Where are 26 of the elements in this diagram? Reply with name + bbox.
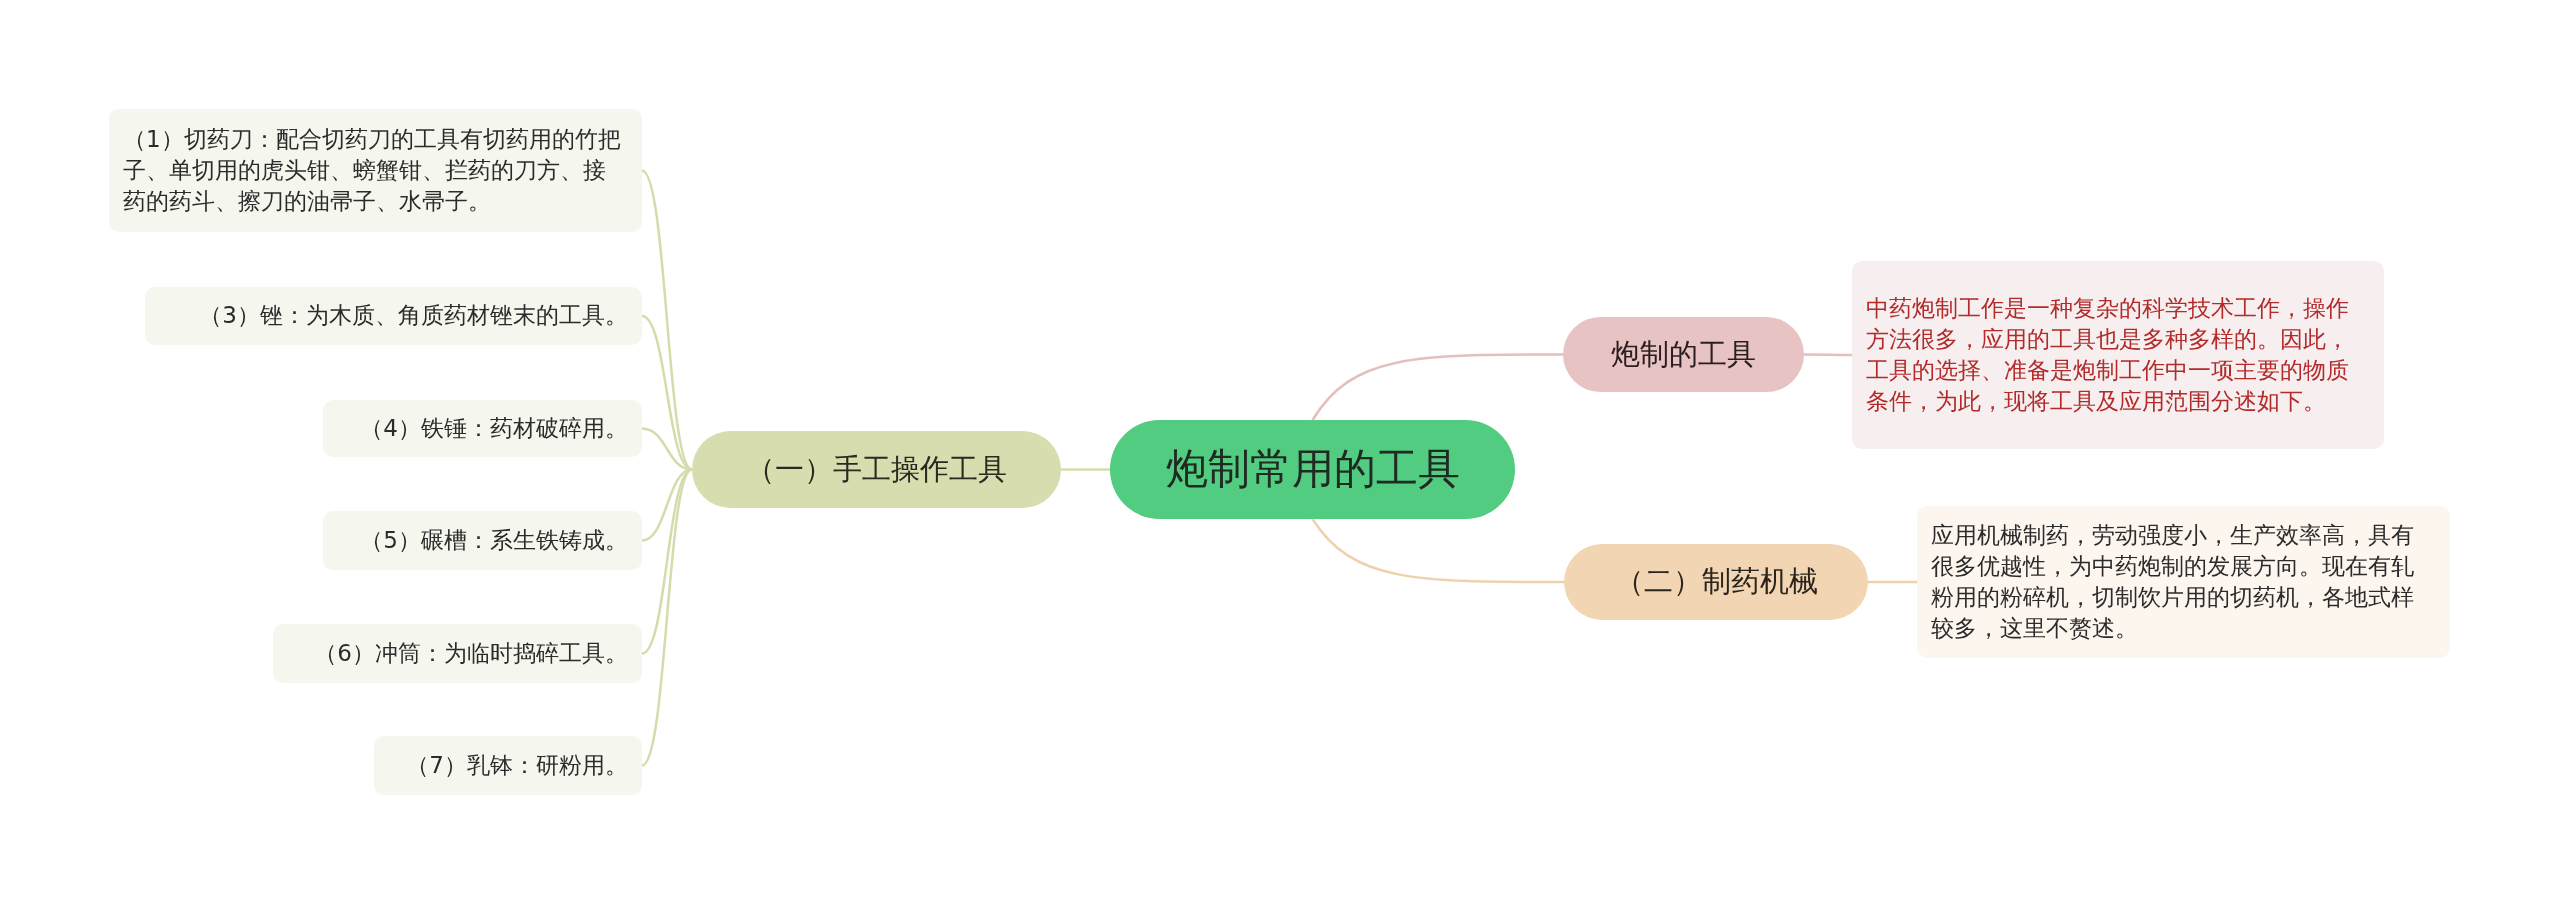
connector-line bbox=[1061, 468, 1110, 471]
node-text: （一）手工操作工具 bbox=[746, 450, 1007, 488]
node-text: 炮制的工具 bbox=[1611, 335, 1756, 373]
node-text: （二）制药机械 bbox=[1614, 563, 1818, 601]
node-text: （7）乳钵：研粉用。 bbox=[406, 750, 628, 780]
node-text: 中药炮制工作是一种复杂的科学技术工作，操作方法很多，应用的工具也是多种多样的。因此，工具的选择、准备是炮制工作中一项主要的物质条件，为此，现将工具及应用范围分述如下。 bbox=[1866, 293, 2350, 417]
note-box bbox=[273, 624, 642, 683]
note-box bbox=[1852, 261, 2384, 449]
note-box bbox=[1917, 506, 2450, 658]
connector-line bbox=[1804, 353, 1852, 357]
node-text: 应用机械制药，劳动强度小，生产效率高，具有很多优越性，为中药炮制的发展方向。现在有轧粉用的粉碎机，切制饮片用的切药机，各地式样较多，这里不赘述。 bbox=[1931, 520, 2415, 644]
note-box bbox=[374, 736, 642, 795]
connector-line bbox=[1868, 580, 1917, 584]
node-text: 炮制常用的工具 bbox=[1165, 443, 1460, 496]
note-box bbox=[145, 287, 642, 345]
note-box bbox=[109, 109, 642, 232]
note-box bbox=[323, 400, 642, 457]
connector-line bbox=[1311, 353, 1563, 421]
note-box bbox=[323, 511, 642, 570]
node-text: （6）冲筒：为临时捣碎工具。 bbox=[314, 638, 628, 668]
node-text: （1）切药刀：配合切药刀的工具有切药用的竹把子、单切用的虎头钳、螃蟹钳、拦药的刀方、接药的药斗、擦刀的油帚子、水帚子。 bbox=[123, 124, 622, 216]
connector-line bbox=[1311, 518, 1564, 584]
connector-line bbox=[641, 468, 693, 767]
node-text: （4）铁锤：药材破碎用。 bbox=[360, 413, 628, 443]
node-text: （5）碾槽：系生铁铸成。 bbox=[360, 525, 628, 555]
node-text: （3）锉：为木质、角质药材锉末的工具。 bbox=[199, 301, 628, 331]
